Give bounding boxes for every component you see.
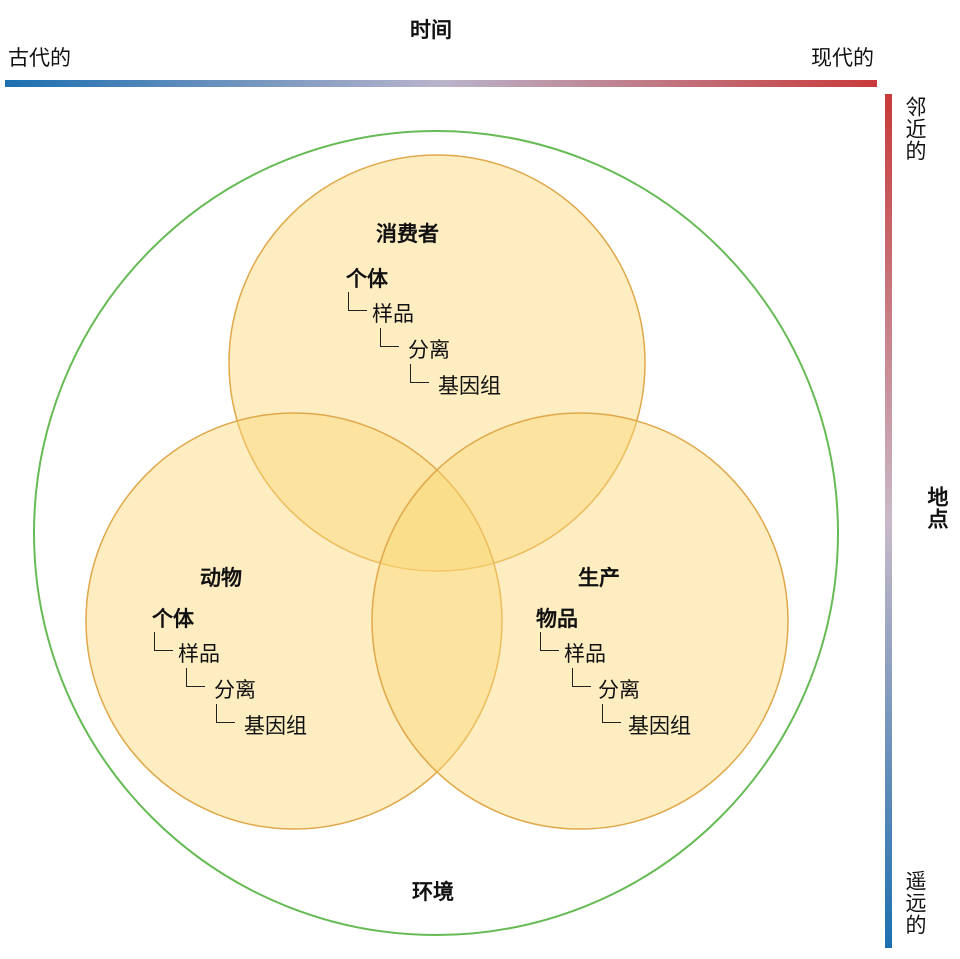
- environment-circle: [33, 130, 839, 936]
- animal-circle: [85, 412, 503, 830]
- consumer-level1: 样品: [372, 302, 414, 326]
- tree-connector: [380, 328, 399, 347]
- animal-title: 动物: [200, 566, 242, 590]
- tree-connector: [602, 704, 621, 723]
- consumer-level2: 分离: [408, 338, 450, 362]
- time-gradient-bar: [5, 80, 877, 87]
- place-gradient-bar: [885, 94, 892, 948]
- animal-level2: 分离: [214, 678, 256, 702]
- production-circle: [371, 412, 789, 830]
- production-level3: 基因组: [628, 714, 691, 738]
- production-root: 物品: [536, 607, 578, 631]
- tree-connector: [186, 668, 205, 687]
- environment-label: 环境: [412, 880, 454, 904]
- consumer-title: 消费者: [376, 222, 439, 246]
- place-axis-bottom-label: 遥远的: [903, 870, 927, 936]
- tree-connector: [572, 668, 591, 687]
- animal-root: 个体: [152, 607, 194, 631]
- production-title: 生产: [578, 566, 620, 590]
- production-level1: 样品: [564, 642, 606, 666]
- tree-connector: [410, 364, 429, 383]
- place-axis-title: 地点: [925, 486, 949, 530]
- tree-connector: [216, 704, 235, 723]
- time-axis-right-label: 现代的: [811, 46, 874, 70]
- tree-connector: [348, 292, 367, 311]
- animal-level3: 基因组: [244, 714, 307, 738]
- time-axis-left-label: 古代的: [8, 46, 71, 70]
- consumer-circle: [228, 154, 646, 572]
- production-level2: 分离: [598, 678, 640, 702]
- consumer-level3: 基因组: [438, 374, 501, 398]
- tree-connector: [540, 632, 559, 651]
- place-axis-top-label: 邻近的: [903, 96, 927, 162]
- time-axis-title: 时间: [410, 18, 452, 42]
- consumer-root: 个体: [346, 267, 388, 291]
- tree-connector: [154, 632, 173, 651]
- animal-level1: 样品: [178, 642, 220, 666]
